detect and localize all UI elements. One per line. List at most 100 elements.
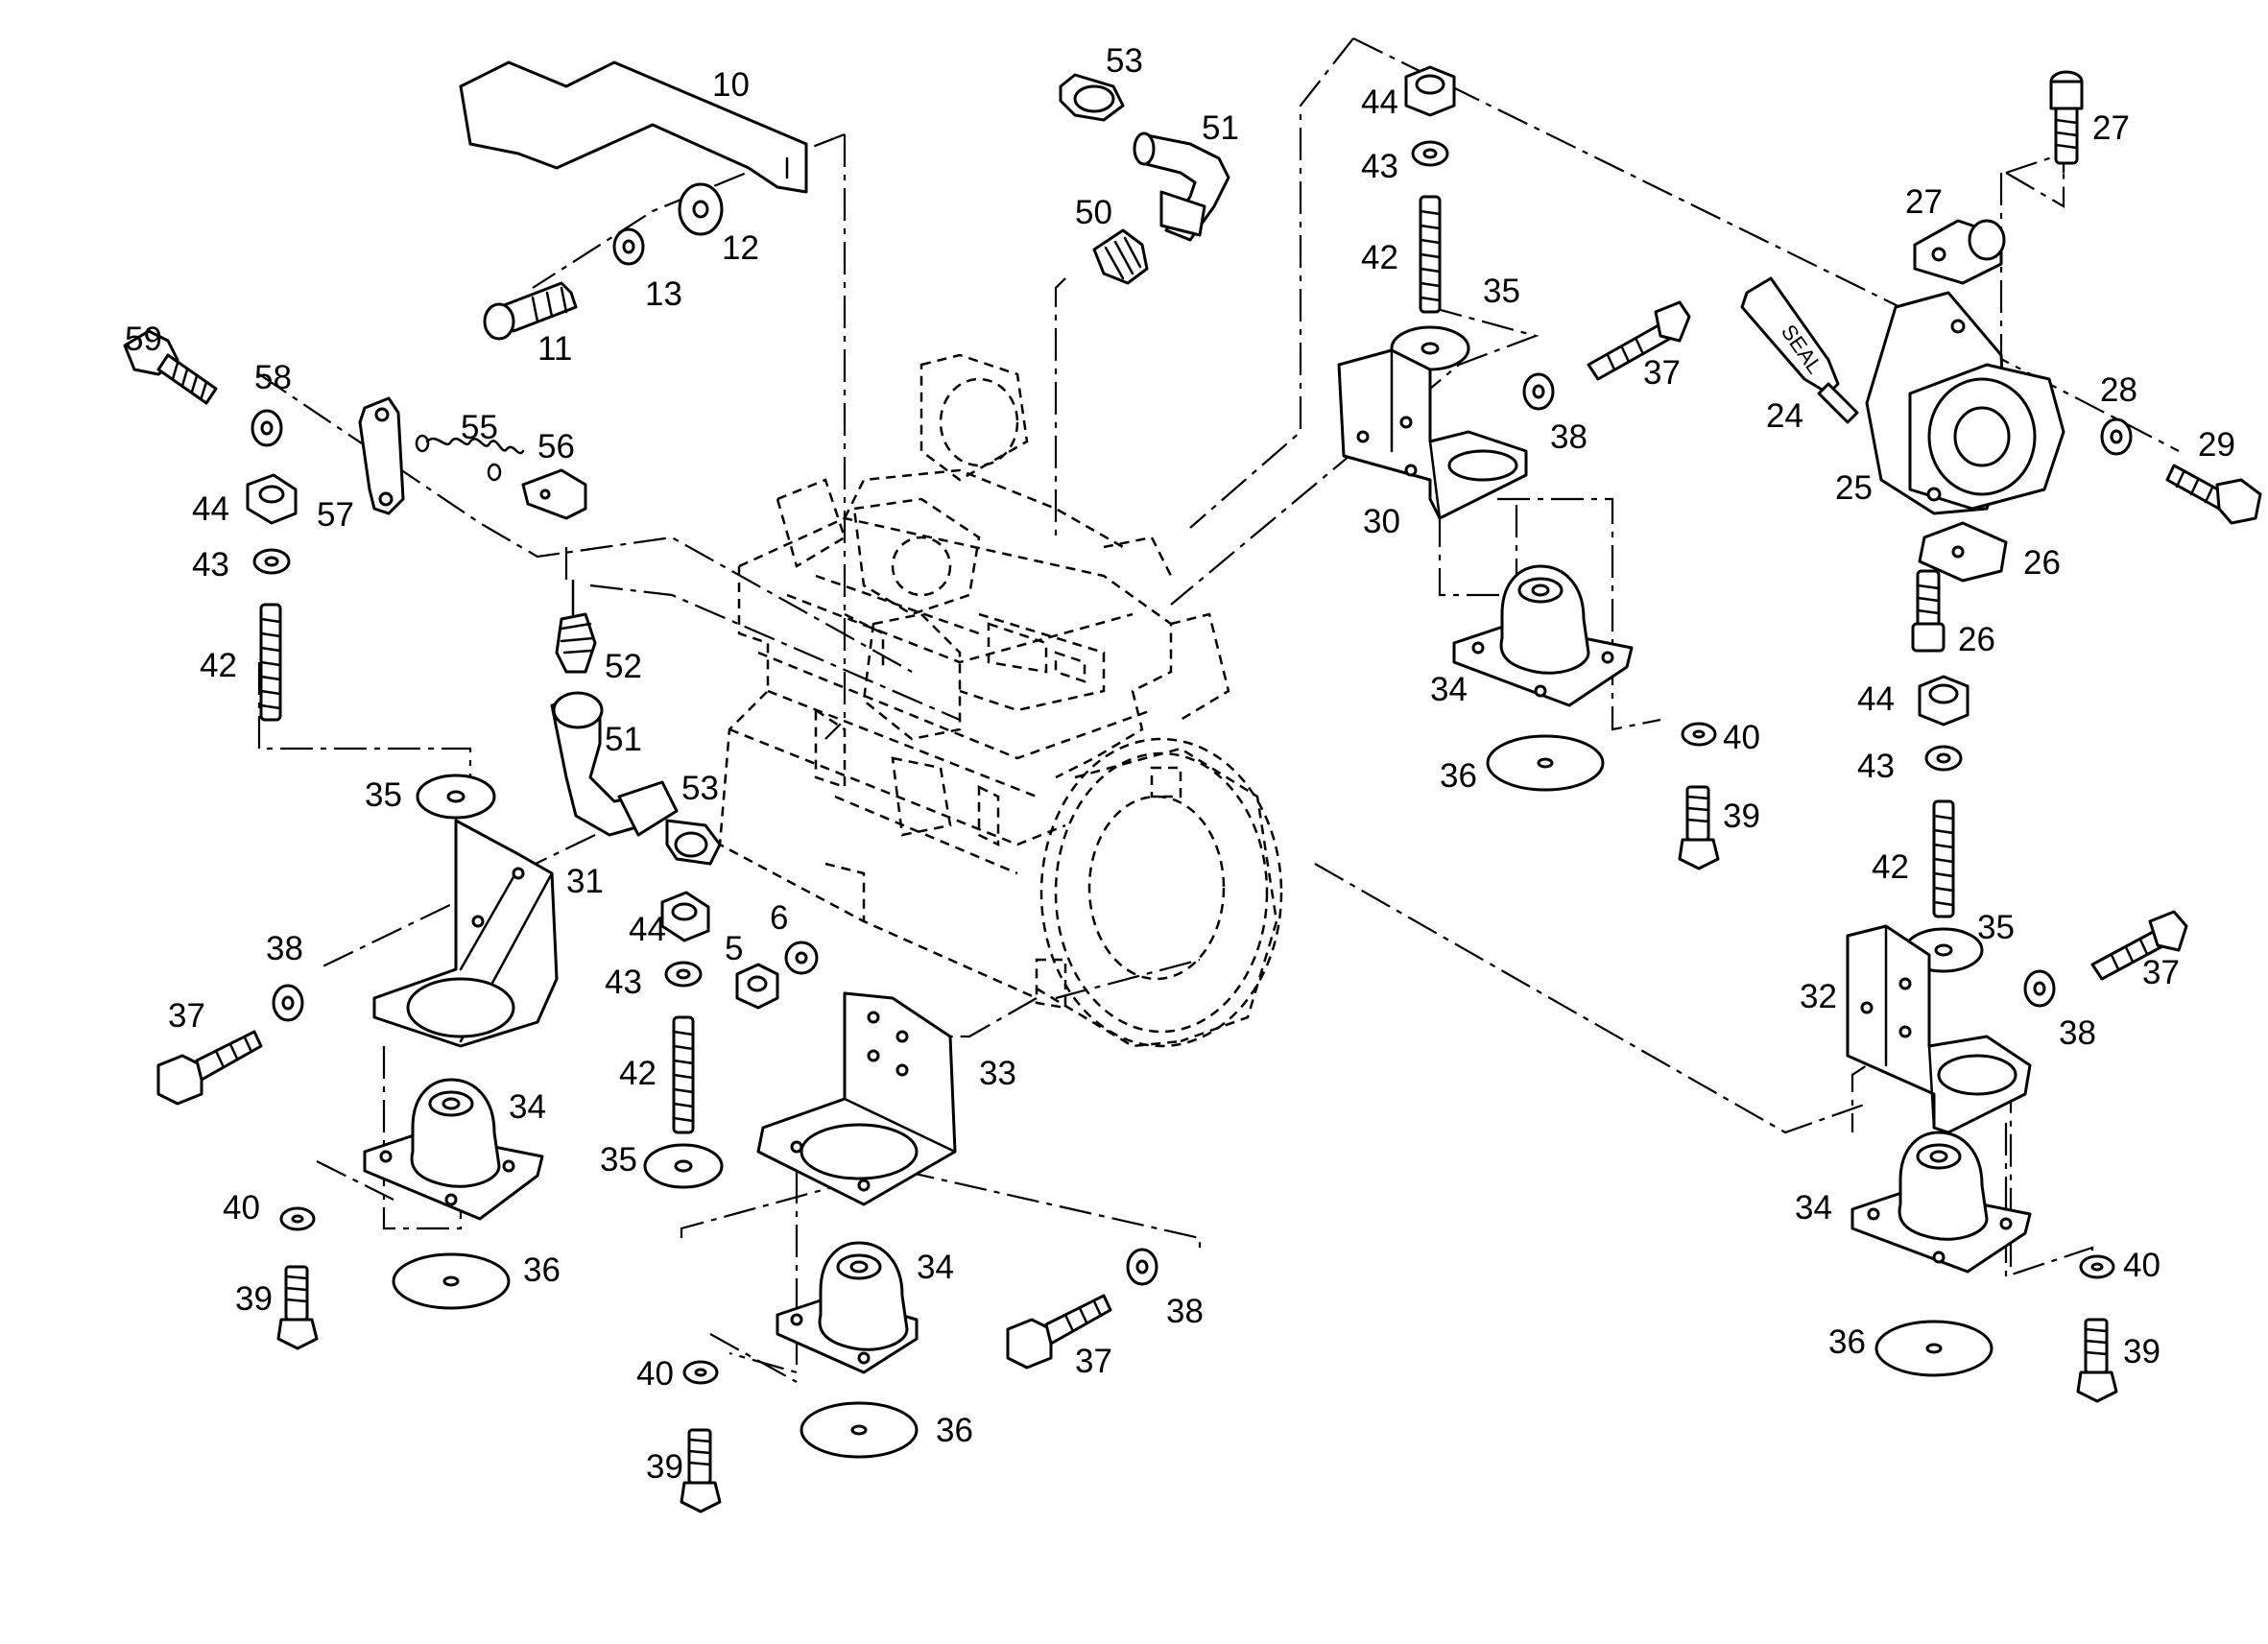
washer-13[interactable] xyxy=(612,227,645,266)
fitting-50[interactable] xyxy=(1092,228,1149,285)
washer-43-upper[interactable] xyxy=(1411,140,1449,167)
bolt-39-left[interactable] xyxy=(276,1265,319,1350)
hose-elbow-51-mid[interactable] xyxy=(550,691,679,837)
callout-34-center: 34 xyxy=(917,1249,954,1286)
callout-40-left: 40 xyxy=(223,1189,260,1227)
washer-40-upper[interactable] xyxy=(1681,722,1717,747)
washer-40-center[interactable] xyxy=(682,1360,719,1385)
washer-36-lower[interactable] xyxy=(1874,1320,1993,1377)
bolt-39-center[interactable] xyxy=(680,1428,722,1513)
washer-36-left[interactable] xyxy=(392,1252,511,1310)
clip-56[interactable] xyxy=(521,468,587,520)
washer-38-upper[interactable] xyxy=(1522,372,1555,411)
callout-11: 11 xyxy=(537,330,572,368)
callout-28: 29 xyxy=(2198,426,2235,464)
bracket-32[interactable] xyxy=(1846,924,2032,1134)
nut-44-upper[interactable] xyxy=(1404,65,1456,117)
callout-40-upper: 40 xyxy=(1723,719,1760,756)
callout-59: 59 xyxy=(125,321,162,358)
pump-25[interactable] xyxy=(1865,291,2065,515)
callout-39-left: 39 xyxy=(235,1280,273,1318)
screw-11[interactable] xyxy=(483,281,578,341)
bolt-37-upper[interactable] xyxy=(1587,300,1691,381)
mount-34-upper[interactable] xyxy=(1452,564,1634,707)
callout-35-left: 35 xyxy=(365,776,402,814)
callout-39-upper: 39 xyxy=(1723,798,1760,835)
washer-6[interactable] xyxy=(784,941,819,975)
callout-29: 28 xyxy=(2100,371,2137,409)
callout-25: 25 xyxy=(1835,469,1873,507)
lever-57[interactable] xyxy=(358,396,405,515)
callout-36-upper: 36 xyxy=(1440,757,1477,795)
bolt-37-center[interactable] xyxy=(1006,1294,1112,1370)
washer-36-upper[interactable] xyxy=(1486,734,1605,792)
washer-29[interactable] xyxy=(2100,417,2133,456)
bracket-33[interactable] xyxy=(756,991,957,1206)
stud-42-center[interactable] xyxy=(672,1015,695,1134)
washer-40-left[interactable] xyxy=(279,1206,316,1231)
mount-34-lower[interactable] xyxy=(1850,1131,2032,1274)
callout-43-lower: 43 xyxy=(1857,748,1895,785)
hose-clamp-53-top[interactable] xyxy=(1059,73,1125,122)
callout-53-mid: 53 xyxy=(681,770,719,807)
mount-34-center[interactable] xyxy=(776,1241,919,1374)
callout-24: 24 xyxy=(1766,397,1803,435)
callout-34-left: 34 xyxy=(509,1088,546,1126)
callout-35-upper: 35 xyxy=(1483,273,1520,310)
nut-44-lower[interactable] xyxy=(1918,675,1970,727)
washer-40-lower[interactable] xyxy=(2079,1254,2115,1279)
callout-38-lower: 38 xyxy=(2059,1014,2096,1052)
washer-35-center[interactable] xyxy=(643,1143,724,1189)
hose-elbow-51-top[interactable] xyxy=(1133,131,1230,242)
nut-44-center[interactable] xyxy=(660,891,710,942)
washer-43-lower[interactable] xyxy=(1924,745,1963,772)
callout-36-left: 36 xyxy=(523,1251,561,1289)
washer-58[interactable] xyxy=(251,409,283,447)
screw-27-top[interactable] xyxy=(2049,70,2084,165)
bracket-10[interactable] xyxy=(459,60,808,194)
bolt-39-lower[interactable] xyxy=(2076,1318,2118,1403)
mount-34-left[interactable] xyxy=(363,1078,544,1221)
callout-56: 56 xyxy=(537,428,575,465)
callout-44-left: 44 xyxy=(192,490,229,528)
stud-42-upper[interactable] xyxy=(1419,195,1442,314)
screw-26[interactable] xyxy=(1911,569,1946,653)
washer-35-left[interactable] xyxy=(416,774,496,820)
callout-42-lower: 42 xyxy=(1872,848,1909,886)
callout-43-center: 43 xyxy=(605,964,642,1001)
callout-35-center: 35 xyxy=(600,1141,637,1179)
stud-42-lower[interactable] xyxy=(1932,799,1955,918)
washer-12[interactable] xyxy=(678,182,724,236)
gasket-26[interactable] xyxy=(1918,521,2008,583)
bolt-59[interactable] xyxy=(123,329,218,405)
washer-38-left[interactable] xyxy=(272,984,304,1022)
nut-5[interactable] xyxy=(735,963,779,1010)
callout-43-left: 43 xyxy=(192,546,229,584)
washer-38-center[interactable] xyxy=(1126,1248,1158,1286)
bolt-39-upper[interactable] xyxy=(1678,785,1720,870)
callout-27-top: 27 xyxy=(2092,109,2130,147)
bracket-31[interactable] xyxy=(372,819,559,1048)
bolt-37-left[interactable] xyxy=(156,1030,263,1106)
bolt-28[interactable] xyxy=(2165,464,2262,525)
hose-clamp-53-mid[interactable] xyxy=(665,819,722,866)
callout-51-mid: 51 xyxy=(605,721,642,758)
washer-43-left[interactable] xyxy=(252,548,291,575)
sealant-tube-24[interactable]: SEAL xyxy=(1740,276,1859,424)
callout-labels: 10 12 13 11 53 51 50 44 43 42 35 37 38 3… xyxy=(125,42,2235,1486)
washer-43-center[interactable] xyxy=(664,961,703,988)
bolt-37-lower[interactable] xyxy=(2090,910,2188,981)
washer-36-center[interactable] xyxy=(800,1401,919,1459)
stud-42-left[interactable] xyxy=(259,603,282,722)
bracket-30[interactable] xyxy=(1337,348,1528,520)
spring-55[interactable] xyxy=(415,434,525,482)
nut-44-left[interactable] xyxy=(246,473,298,525)
callout-38-center: 38 xyxy=(1166,1293,1204,1330)
callout-42-center: 42 xyxy=(619,1055,657,1092)
callout-38-upper: 38 xyxy=(1550,418,1588,456)
fitting-52[interactable] xyxy=(555,579,597,674)
callout-34-lower: 34 xyxy=(1795,1189,1832,1227)
fitting-27[interactable] xyxy=(1913,219,2006,285)
callout-36-center: 36 xyxy=(936,1412,973,1449)
washer-38-lower[interactable] xyxy=(2023,969,2056,1008)
